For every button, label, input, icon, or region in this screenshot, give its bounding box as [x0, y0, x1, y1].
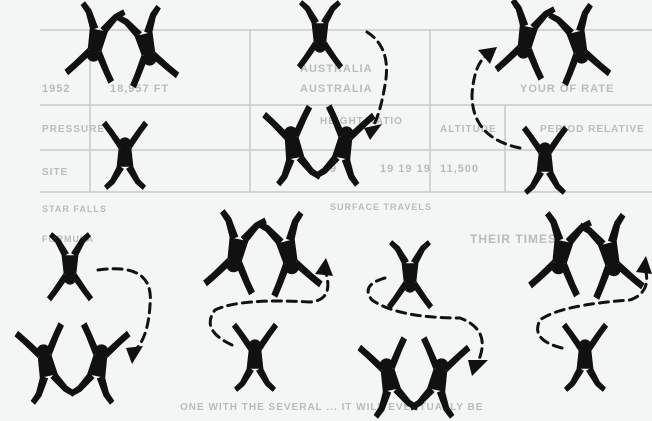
linked-pair-figures	[357, 335, 472, 420]
linked-pair-figures	[494, 0, 613, 87]
arrow-head	[126, 346, 143, 364]
panel-4	[14, 232, 151, 406]
panel-5	[202, 208, 333, 392]
single-figure	[522, 126, 568, 195]
arrow-head	[468, 360, 488, 376]
single-figure	[562, 323, 608, 392]
single-figure	[232, 323, 278, 392]
linked-pair-figures	[64, 0, 181, 89]
panel-7	[527, 210, 652, 392]
panel-6	[357, 240, 488, 420]
movement-arrow	[367, 32, 387, 128]
panel-2	[261, 0, 386, 188]
single-figure	[47, 232, 93, 301]
single-figure	[387, 240, 433, 309]
linked-pair-figures	[14, 321, 132, 406]
linked-pair-figures	[202, 208, 324, 299]
single-figure	[297, 0, 343, 69]
panel-3	[472, 0, 612, 195]
linked-pair-figures	[261, 103, 376, 188]
panel-1	[64, 0, 181, 190]
arrow-head	[315, 258, 333, 276]
arrow-head	[364, 124, 382, 140]
linked-pair-figures	[527, 210, 646, 301]
arrow-head	[636, 256, 652, 274]
single-figure	[102, 121, 148, 190]
